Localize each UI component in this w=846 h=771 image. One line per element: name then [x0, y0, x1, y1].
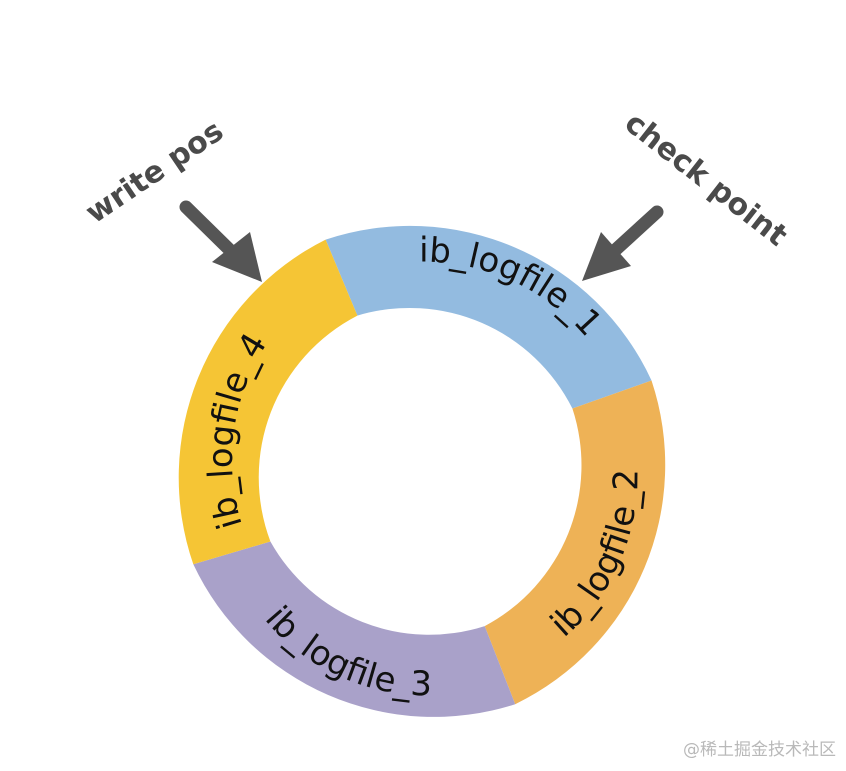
segment-ib-logfile-3	[193, 541, 516, 717]
check-point-arrow-icon	[582, 232, 631, 281]
ring	[178, 225, 666, 717]
write-pos-arrow-icon	[212, 232, 262, 282]
segment-ib-logfile-2	[484, 380, 666, 705]
write-pos-pointer: write pos	[79, 113, 262, 282]
segment-ib-logfile-1	[325, 225, 652, 409]
check-point-pointer: check point	[582, 105, 794, 281]
watermark: @稀土掘金技术社区	[683, 740, 836, 760]
segment-ib-logfile-4	[178, 239, 358, 565]
write-pos-label: write pos	[79, 113, 229, 230]
